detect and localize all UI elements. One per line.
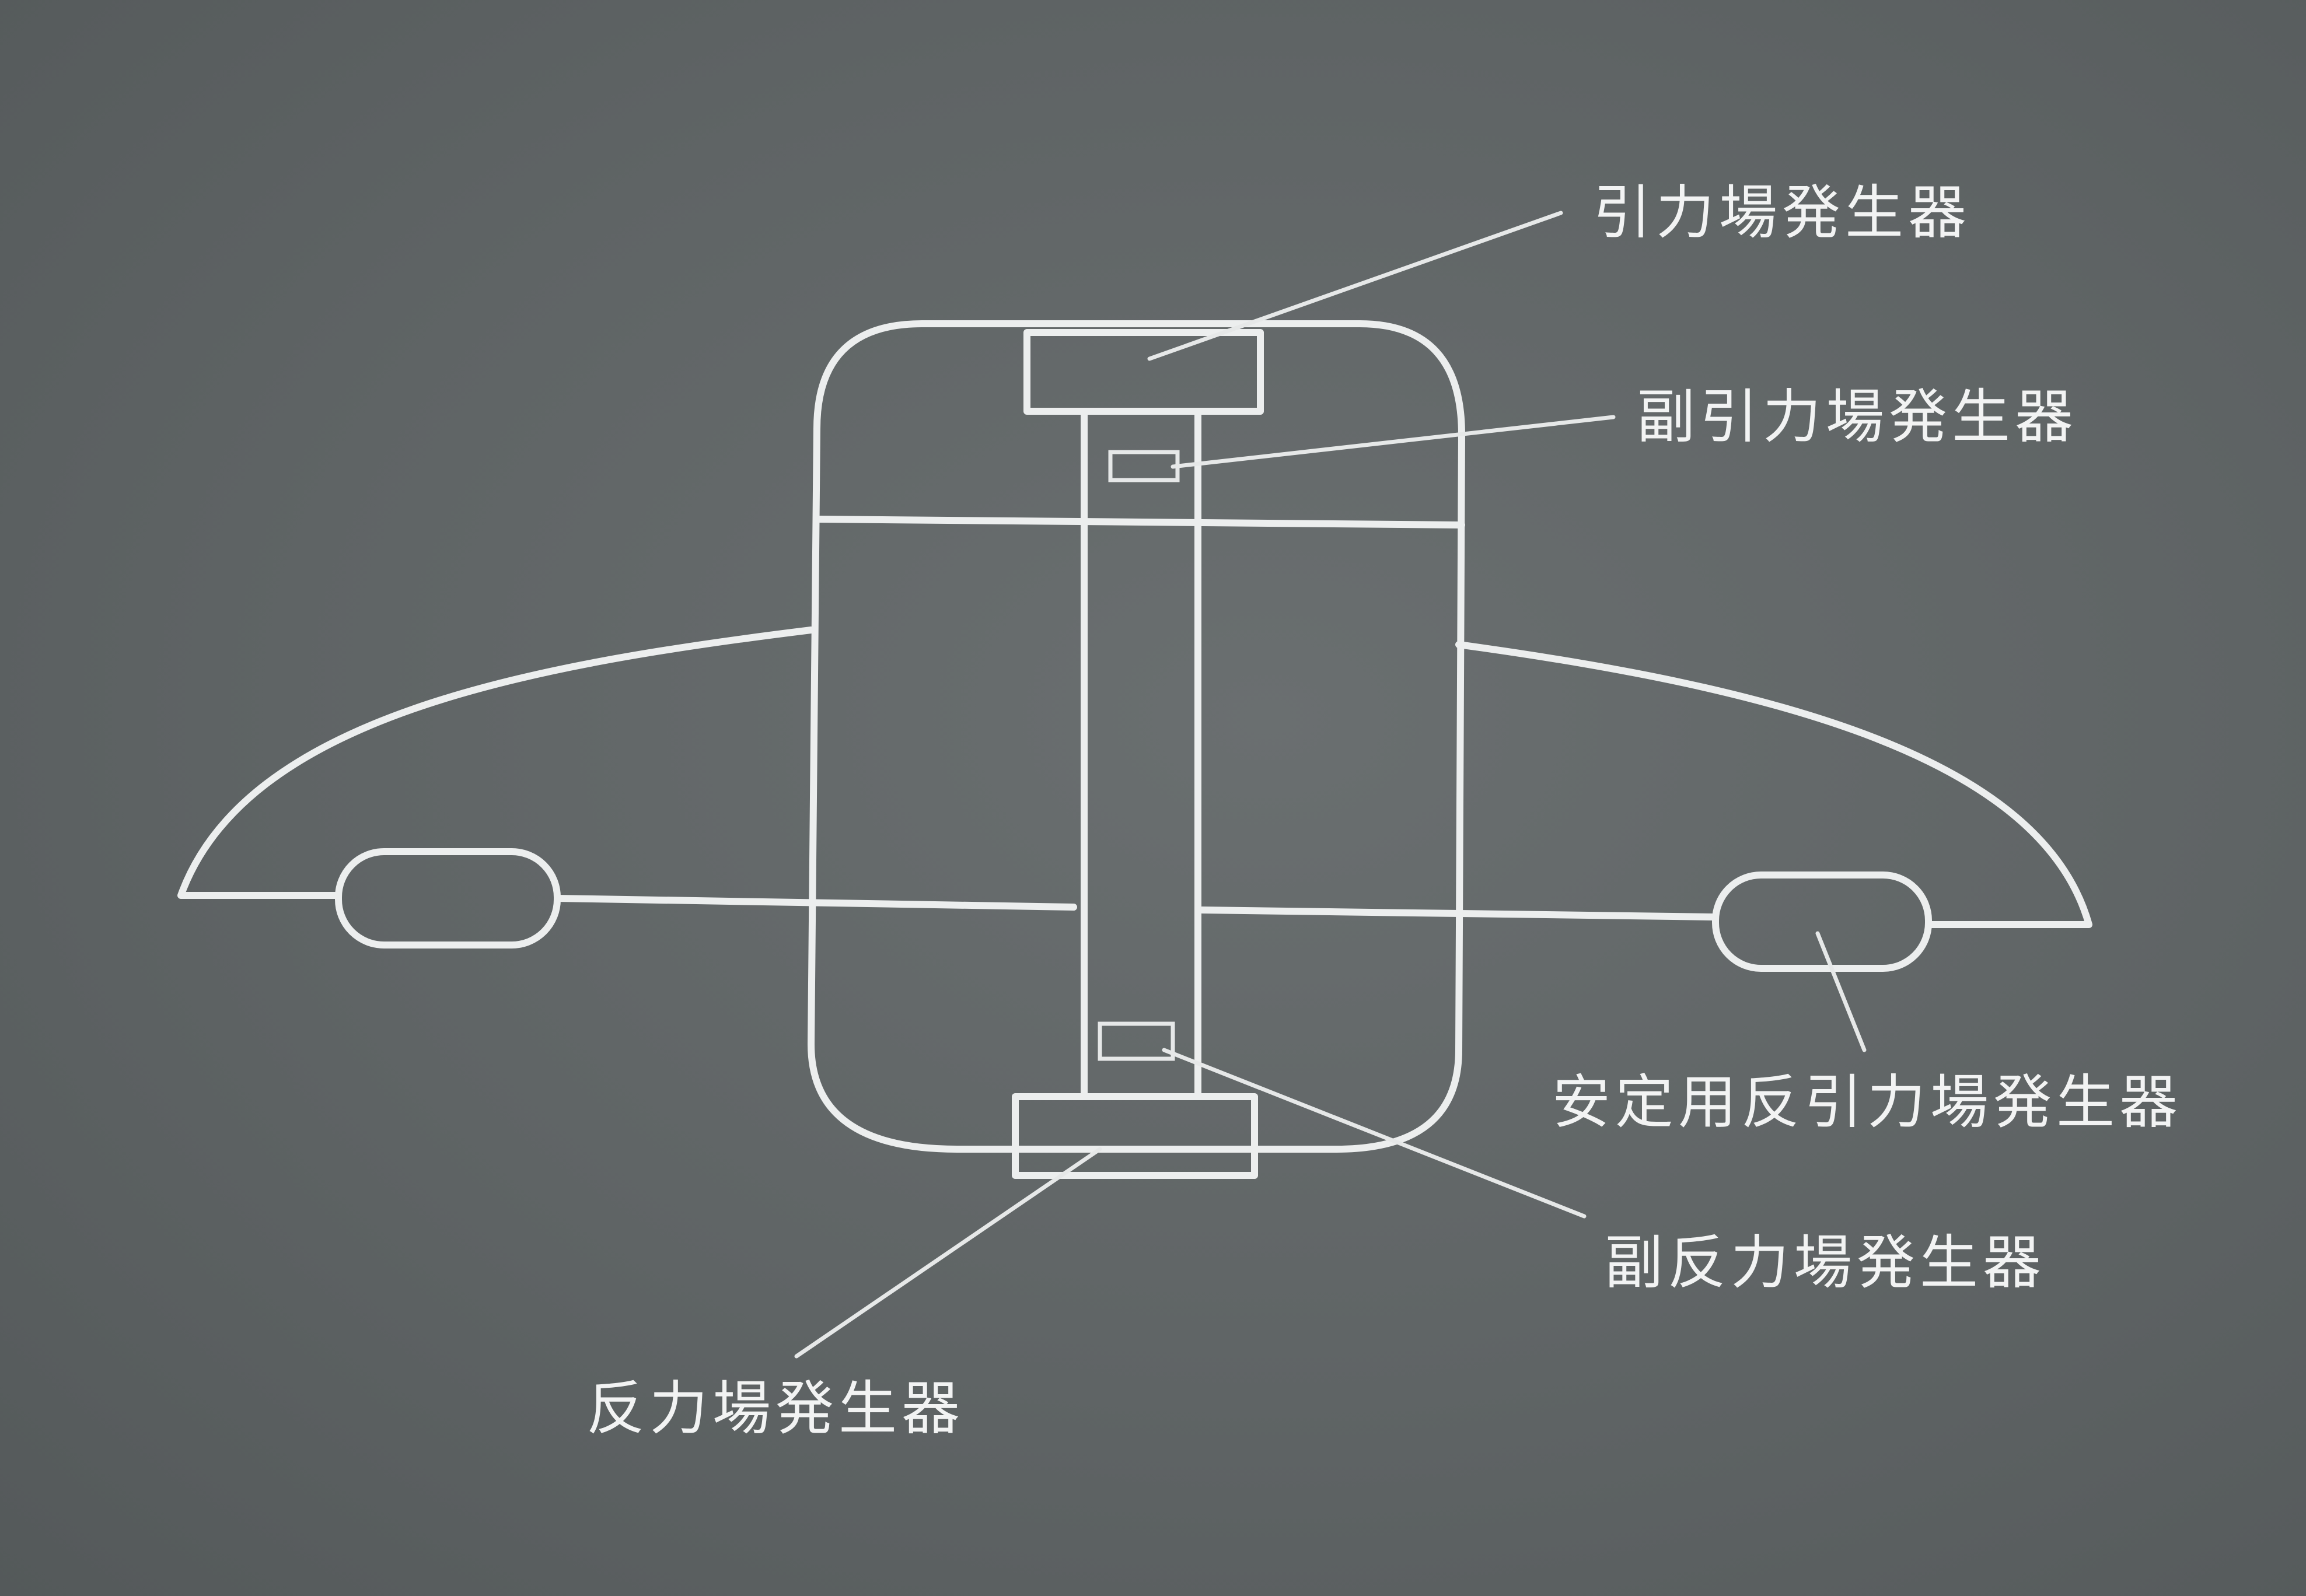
central-shaft [1081, 408, 1201, 1100]
sub-attraction-field-generator-block [1108, 450, 1180, 482]
label-attraction-field-generator: 引力場発生器 [1593, 178, 1971, 247]
left-wing-outline [177, 626, 815, 899]
label-sub-repulsion-field-generator: 副反力場発生器 [1605, 1228, 2046, 1297]
left-stabilizer-pod [335, 848, 561, 949]
right-wing-outline [1455, 641, 2092, 928]
repulsion-field-generator-block [1012, 1093, 1258, 1179]
sub-repulsion-field-generator-block [1098, 1021, 1175, 1061]
leader-line-stabilizer [1815, 931, 1867, 1052]
upper-partition [816, 516, 1465, 528]
attraction-field-generator-block [1023, 329, 1264, 415]
leader-line-repulsion [794, 1147, 1102, 1359]
leader-line-sub-repulsion [1162, 1048, 1587, 1219]
leader-line-attraction [1147, 211, 1563, 361]
right-stabilizer-pod [1712, 872, 1932, 972]
leader-line-sub-attraction [1171, 415, 1616, 469]
label-repulsion-field-generator: 反力場発生器 [586, 1374, 965, 1443]
label-stabilizing-anti-attraction-field-generator: 安定用反引力場発生器 [1552, 1068, 2182, 1136]
label-sub-attraction-field-generator: 副引力場発生器 [1637, 383, 2078, 451]
main-hull-outline [808, 320, 1465, 1153]
